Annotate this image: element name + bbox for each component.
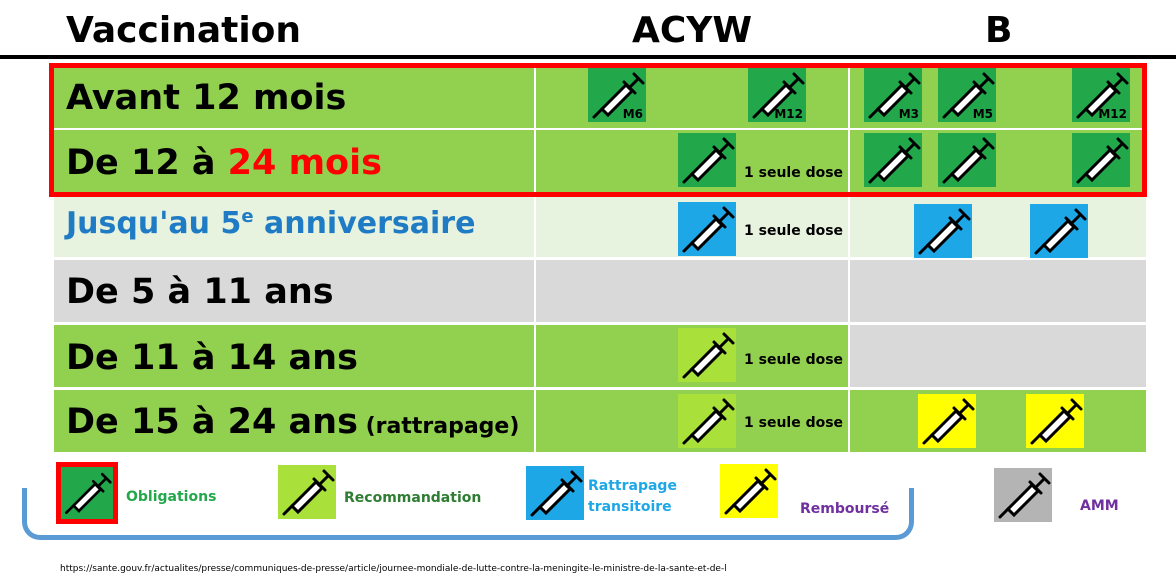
row-15-24-ans-label-cell <box>54 390 534 452</box>
syringe-obligation-icon: M12 <box>1072 68 1130 122</box>
syringe-obligation-icon: M3 <box>864 68 922 122</box>
dose-note: 1 seule dose <box>744 415 844 431</box>
row-label-avant-12-mois: Avant 12 mois <box>66 78 347 118</box>
dose-note: 1 seule dose <box>744 352 844 368</box>
row-5e-anniversaire-label-cell <box>54 197 534 257</box>
header-title: Vaccination <box>66 10 302 51</box>
dose-note: 1 seule dose <box>744 223 844 239</box>
legend-obligation-icon <box>56 462 118 524</box>
syringe-rattrapage-icon <box>1030 204 1088 258</box>
row-label-5e-suffix: anniversaire <box>253 206 476 241</box>
legend-rattrapage-icon <box>526 466 584 520</box>
row-5e-anniversaire-b-cell <box>850 197 1146 257</box>
legend-amm-label: AMM <box>1080 498 1119 514</box>
row-label-15-24-ans: De 15 à 24 ans (rattrapage) <box>66 402 519 442</box>
row-label-rattrapage: (rattrapage) <box>357 414 520 439</box>
legend-bracket <box>22 488 914 540</box>
source-url[interactable]: https://sante.gouv.fr/actualites/presse/… <box>60 564 727 574</box>
row-label-15-24-main: De 15 à 24 ans <box>66 402 358 442</box>
row-5-11-ans-label-cell <box>54 260 534 322</box>
syringe-recommandation-icon <box>678 328 736 382</box>
syringe-obligation-icon <box>864 133 922 187</box>
syringe-rattrapage-icon <box>678 202 736 256</box>
legend-rembourse-label: Remboursé <box>800 501 890 517</box>
legend-recommandation-label: Recommandation <box>344 490 482 506</box>
legend-transitoire-label: transitoire <box>588 499 672 515</box>
badge-m12: M12 <box>774 107 803 121</box>
row-label-24-mois-highlight: 24 mois <box>227 143 382 183</box>
column-header-b: B <box>985 10 1013 51</box>
syringe-obligation-icon <box>678 133 736 187</box>
legend-amm-icon <box>994 468 1052 522</box>
row-15-24-ans-b-cell <box>850 390 1146 452</box>
row-label-11-14-ans: De 11 à 14 ans <box>66 338 358 378</box>
syringe-obligation-icon: M12 <box>748 68 806 122</box>
row-12-24-mois-label-cell <box>54 130 534 192</box>
legend-rembourse-icon <box>720 464 778 518</box>
row-label-5e-prefix: Jusqu'au 5 <box>66 206 242 241</box>
row-label-12-24-mois: De 12 à 24 mois <box>66 143 382 183</box>
badge-m5: M5 <box>972 107 993 121</box>
row-5-11-ans-b-cell <box>850 260 1146 322</box>
legend-rattrapage-label: Rattrapage <box>588 478 677 494</box>
row-label-5-11-ans: De 5 à 11 ans <box>66 272 334 312</box>
syringe-obligation-icon: M6 <box>588 68 646 122</box>
column-header-acyw: ACYW <box>632 10 753 51</box>
syringe-obligation-icon <box>938 133 996 187</box>
row-11-14-ans-label-cell <box>54 325 534 387</box>
row-5-11-ans-acyw-cell <box>536 260 848 322</box>
header-divider <box>0 55 1176 59</box>
row-label-12-24-prefix: De 12 à <box>66 143 228 183</box>
obligation-frame <box>49 63 1147 197</box>
syringe-obligation-icon: M5 <box>938 68 996 122</box>
syringe-recommandation-icon <box>678 394 736 448</box>
badge-m3: M3 <box>898 107 919 121</box>
row-label-5e-sup: e <box>241 206 254 227</box>
row-11-14-ans-b-cell <box>850 325 1146 387</box>
syringe-rembourse-icon <box>1026 394 1084 448</box>
dose-note: 1 seule dose <box>744 165 844 181</box>
badge-m12-b: M12 <box>1098 107 1127 121</box>
row-label-5e-anniversaire: Jusqu'au 5e anniversaire <box>66 206 475 241</box>
syringe-rattrapage-icon <box>914 204 972 258</box>
badge-m6: M6 <box>622 107 643 121</box>
row-avant-12-mois-label-cell <box>54 68 534 128</box>
legend-obligations-label: Obligations <box>126 489 217 505</box>
syringe-obligation-icon <box>1072 133 1130 187</box>
syringe-rembourse-icon <box>918 394 976 448</box>
legend-recommandation-icon <box>278 465 336 519</box>
